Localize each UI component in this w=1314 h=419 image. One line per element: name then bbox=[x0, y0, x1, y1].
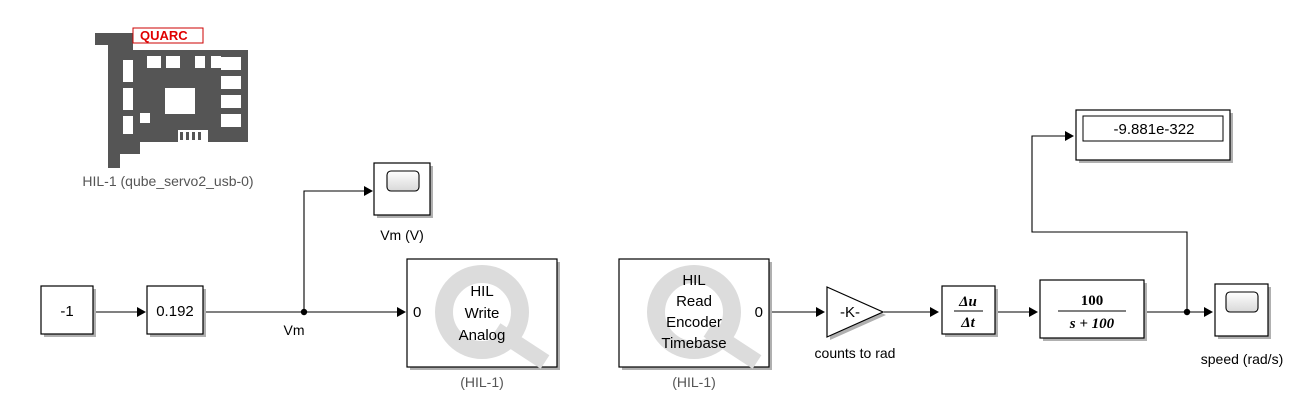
hil-card-caption: HIL-1 (qube_servo2_usb-0) bbox=[82, 173, 253, 189]
constant-block[interactable]: -1 bbox=[40, 285, 96, 337]
transfer-function-block[interactable]: 100 s + 100 bbox=[1039, 279, 1147, 341]
hil-read-line1: HIL bbox=[682, 272, 705, 289]
constant-value: -1 bbox=[60, 303, 73, 320]
hil-read-port-label: 0 bbox=[755, 304, 763, 321]
hil-read-encoder-block[interactable]: HIL Read Encoder Timebase 0 bbox=[618, 258, 772, 370]
scope-vm-block[interactable] bbox=[373, 162, 433, 218]
gain-counts-label: counts to rad bbox=[815, 345, 896, 361]
hil-write-port-label: 0 bbox=[413, 304, 421, 321]
hil-write-caption: (HIL-1) bbox=[460, 374, 504, 390]
display-readout-frame bbox=[1082, 115, 1224, 142]
branch-point-vm bbox=[300, 308, 308, 316]
quarc-logo-frame bbox=[132, 27, 204, 44]
tf-denominator: s + 100 bbox=[1069, 316, 1115, 332]
derivative-denominator: Δt bbox=[960, 315, 975, 331]
gain-voltage-value: 0.192 bbox=[156, 303, 194, 320]
pcb-card-icon bbox=[95, 33, 248, 168]
scope-screen-icon bbox=[1225, 291, 1259, 313]
hil-read-line2: Read bbox=[676, 293, 712, 310]
scope-speed-block[interactable] bbox=[1214, 283, 1271, 339]
gain-counts-block[interactable]: -K- bbox=[826, 286, 886, 340]
hil-write-analog-block[interactable]: HIL Write Analog 0 bbox=[406, 258, 560, 370]
derivative-block[interactable]: Δu Δt bbox=[941, 285, 998, 337]
hil-write-line2: Write bbox=[465, 305, 500, 322]
scope-speed-label: speed (rad/s) bbox=[1201, 351, 1283, 367]
hil-card-block[interactable]: QUARC bbox=[95, 27, 248, 168]
signal-wires bbox=[94, 131, 1213, 317]
display-value: -9.881e-322 bbox=[1114, 121, 1195, 138]
hil-read-line3: Encoder bbox=[666, 314, 722, 331]
quarc-logo-text: QUARC bbox=[140, 28, 188, 43]
scope-vm-label: Vm (V) bbox=[380, 227, 424, 243]
tf-numerator: 100 bbox=[1081, 293, 1104, 309]
gain-counts-value: -K- bbox=[840, 304, 860, 321]
wire-vm-to-scope[interactable] bbox=[303, 190, 365, 312]
hil-write-line3: Analog bbox=[459, 327, 506, 344]
wire-speed-to-display[interactable] bbox=[1031, 135, 1188, 312]
quanser-q-watermark-icon bbox=[435, 265, 550, 369]
hil-read-caption: (HIL-1) bbox=[672, 374, 716, 390]
hil-write-line1: HIL bbox=[470, 283, 493, 300]
hil-read-line4: Timebase bbox=[661, 335, 726, 352]
display-block[interactable]: -9.881e-322 bbox=[1075, 109, 1233, 163]
signal-label-vm: Vm bbox=[284, 322, 305, 338]
derivative-numerator: Δu bbox=[958, 294, 977, 310]
scope-screen-icon bbox=[386, 170, 420, 192]
gain-voltage-block[interactable]: 0.192 bbox=[146, 285, 206, 337]
branch-point-speed bbox=[1183, 308, 1191, 316]
quanser-q-watermark-icon bbox=[647, 265, 762, 369]
